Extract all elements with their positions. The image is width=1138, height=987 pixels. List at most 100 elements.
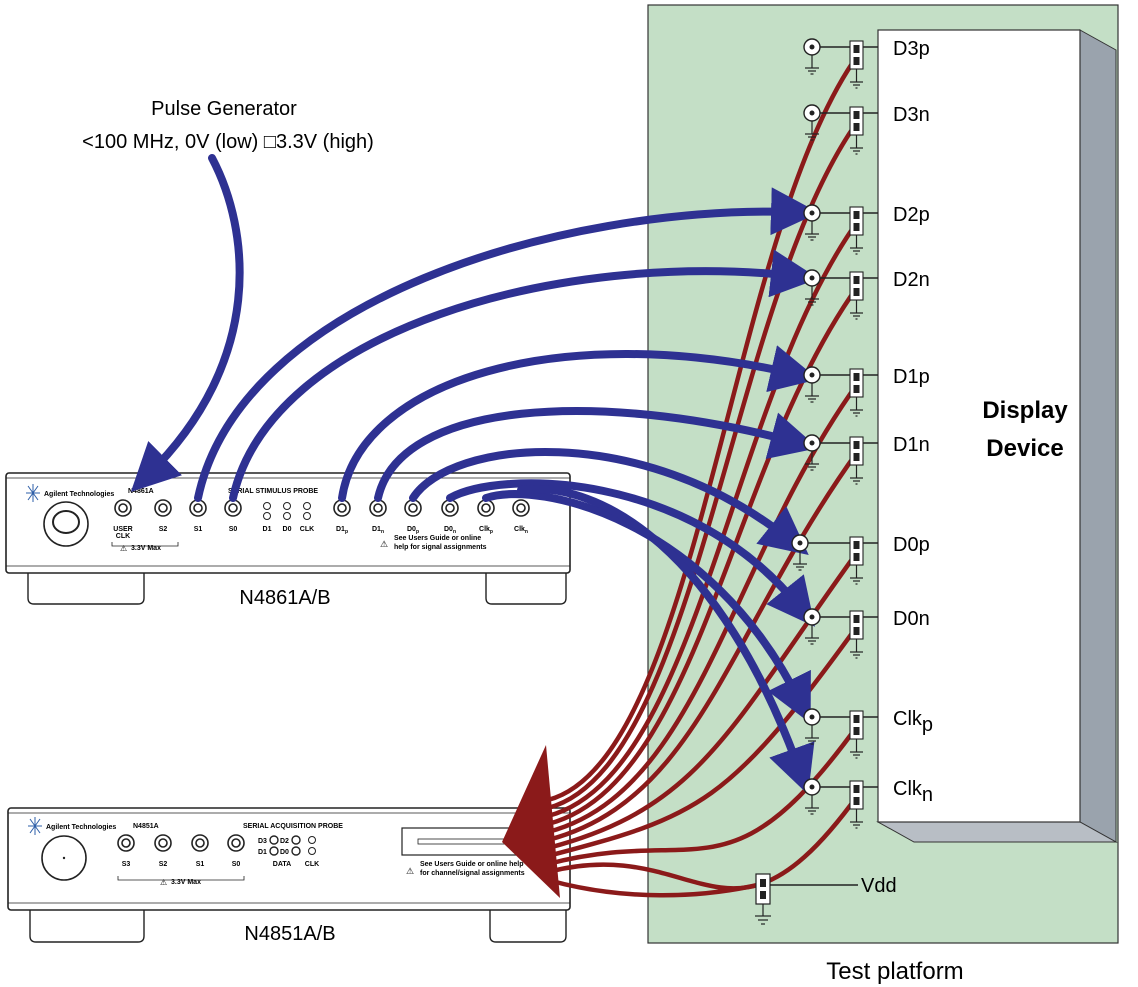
stimulus-cable-d2p [194, 187, 819, 502]
stimulus-port-d1p-center [337, 503, 347, 513]
ground-icon [805, 625, 819, 645]
ground-icon [793, 551, 807, 571]
probe-header-pin [853, 453, 860, 461]
signal-label-d2p: D2p [893, 204, 930, 226]
signal-label-d1n: D1n [893, 434, 930, 456]
vdd-connector-pin [760, 879, 766, 887]
signal-d1p: D1p [803, 366, 930, 417]
coax-connector-pin [809, 110, 815, 116]
probe-header-pin [853, 441, 860, 449]
display-device-bottom [876, 821, 1118, 843]
acquisition-cable-arrowhead [502, 745, 560, 898]
signal-d1n: D1n [803, 434, 930, 485]
acq-led-label-d1: D1 [258, 849, 267, 856]
acq-led-label-d0: D0 [280, 849, 289, 856]
warning-icon: ⚠ [120, 544, 127, 553]
acquisition-cable-d1p [545, 380, 861, 835]
stimulus-power-knob-inner [52, 510, 80, 534]
acquisition-cable-d3p [545, 52, 861, 803]
stimulus-port-label-s2: S2 [159, 526, 168, 533]
acquisition-max-bracket [117, 876, 245, 881]
stimulus-probe-caption: N4861A/B [239, 587, 330, 609]
vdd-label: Vdd [861, 875, 897, 897]
ground-icon [850, 397, 863, 417]
coax-connector-pin [809, 44, 815, 50]
test-platform-label: Test platform [826, 958, 963, 985]
stimulus-probe-brand: Agilent Technologies [44, 491, 114, 498]
display-device-front [877, 29, 1081, 823]
acquisition-port-s0-center [231, 838, 241, 848]
stimulus-probe-title: SERIAL STIMULUS PROBE [228, 488, 318, 495]
acq-led-clk-top [308, 836, 316, 844]
pulse-generator-spec: <100 MHz, 0V (low) □3.3V (high) [82, 131, 374, 153]
acquisition-help-line1: See Users Guide or online help [420, 861, 523, 868]
probe-header-pin [853, 111, 860, 119]
signal-label-clkp: Clkp [893, 708, 933, 736]
ground-icon [850, 69, 863, 89]
stimulus-cable-clkn [517, 485, 815, 795]
acquisition-probe-leds: D3 D2 D1 D0 DATA CLK [258, 835, 319, 868]
probe-header-pin [853, 123, 860, 131]
stimulus-port-label-clkp: Clkp [479, 526, 493, 535]
stimulus-port-d0n-center [445, 503, 455, 513]
ground-icon [850, 565, 863, 585]
pulse-generator-title: Pulse Generator [151, 98, 297, 120]
signal-label-clkn: Clkn [893, 778, 933, 806]
coax-connector-pin [809, 714, 815, 720]
stimulus-max-note: 3.3V Max [131, 545, 161, 552]
acq-data-label: DATA [273, 861, 291, 868]
probe-header-pin [853, 385, 860, 393]
stimulus-led-clk-bottom [303, 512, 311, 520]
stimulus-help-line2: help for signal assignments [394, 544, 487, 551]
stimulus-led-d0-bottom [283, 512, 291, 520]
probe-header-pin [853, 785, 860, 793]
ground-icon [805, 55, 819, 75]
warning-icon: ⚠ [380, 540, 388, 550]
acquisition-cable-d1n [545, 448, 861, 843]
probe-header-pin [853, 223, 860, 231]
coax-connector-pin [809, 614, 815, 620]
stimulus-max-bracket [111, 542, 179, 547]
probe-header-pin [853, 797, 860, 805]
stimulus-probe-model: N4861A [128, 488, 154, 495]
stimulus-led-d1-bottom [263, 512, 271, 520]
probe-header-pin [853, 553, 860, 561]
coax-connector-pin [809, 275, 815, 281]
ground-icon [805, 383, 819, 403]
signal-d3p: D3p [803, 38, 930, 89]
ground-icon [850, 135, 863, 155]
acquisition-probe-foot-left [29, 906, 145, 943]
stimulus-port-label-d1p: D1p [336, 526, 348, 535]
acquisition-port-s1-center [195, 838, 205, 848]
probe-header-pin [853, 715, 860, 723]
acquisition-port-label-s2: S2 [159, 861, 168, 868]
acq-led-label-d3: D3 [258, 838, 267, 845]
signal-label-d1p: D1p [893, 366, 930, 388]
signal-d0p: D0p [791, 534, 930, 585]
ground-icon [805, 286, 819, 306]
stimulus-led-clk-top [303, 502, 311, 510]
acquisition-max-note: 3.3V Max [171, 879, 201, 886]
stimulus-led-label-clk: CLK [300, 526, 314, 533]
signal-clkn: Clkn [803, 778, 933, 829]
stimulus-probe-foot-right [485, 570, 567, 605]
stimulus-help-line1: See Users Guide or online [394, 535, 481, 542]
ground-icon [805, 451, 819, 471]
stimulus-led-label-d1: D1 [263, 526, 272, 533]
ground-icon [850, 639, 863, 659]
acq-led-clk-bottom [308, 847, 316, 855]
signal-label-d0n: D0n [893, 608, 930, 630]
coax-connector-pin [809, 784, 815, 790]
acq-led-d2 [291, 835, 301, 845]
stimulus-cable-d1p [338, 345, 819, 502]
stimulus-port-label-d0p: D0p [407, 526, 419, 535]
probe-header-pin [853, 288, 860, 296]
probe-header-pin [853, 727, 860, 735]
acquisition-probe: Agilent Technologies N4851A SERIAL ACQUI… [7, 807, 571, 945]
vdd-connection: Vdd [755, 873, 897, 925]
display-device: Display Device [876, 29, 1118, 843]
probe-header-pin [853, 57, 860, 65]
ground-icon [805, 795, 819, 815]
acquisition-cable-vdd [547, 877, 771, 898]
